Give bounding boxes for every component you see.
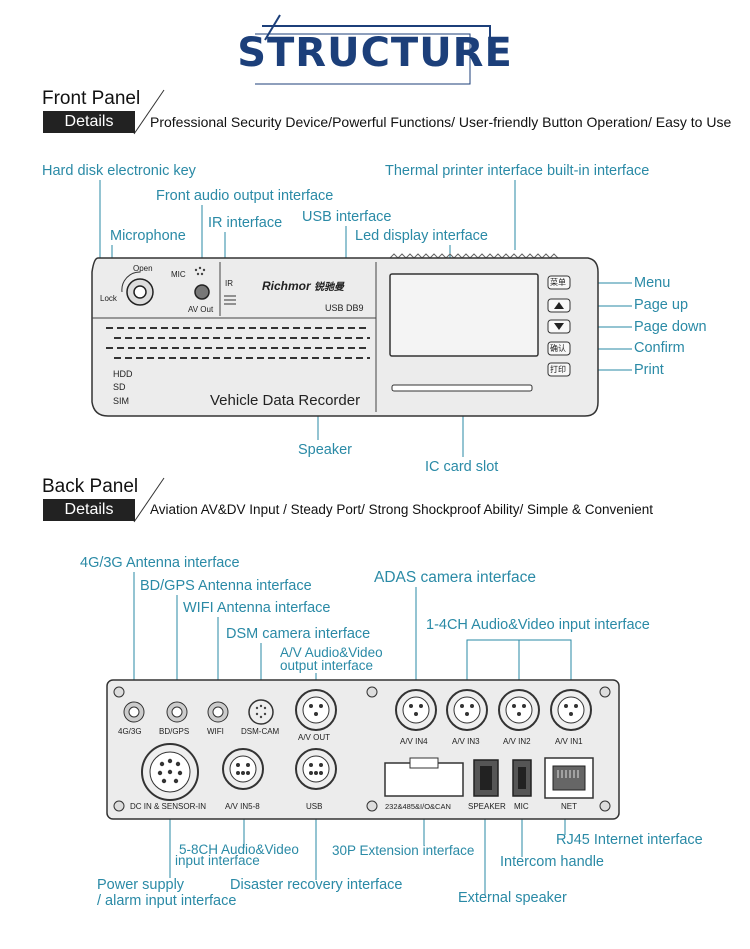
label-led-display: Led display interface [355,228,488,244]
label-dsm: DSM camera interface [226,626,371,642]
button-print[interactable]: 打印 [550,365,566,374]
label-microphone: Microphone [110,228,186,244]
label-5-8ch-1: 5-8CH Audio&Video [179,842,299,857]
label-bd-antenna: BD/GPS Antenna interface [140,578,312,594]
label-power-1: Power supply [97,877,185,893]
back-details-tag: Details [43,499,135,521]
page-title: STRUCTURE [237,30,513,76]
button-confirm[interactable]: 确认 [550,344,566,353]
sim-label: SIM [113,396,130,406]
back-heading-slash [133,477,165,523]
port-dsm-label: DSM-CAM [241,727,280,736]
port-in2-label: A/V IN2 [503,737,531,746]
port-ext-label: 232&485&I/O&CAN [385,802,451,811]
label-usb: USB interface [302,209,392,225]
sd-label: SD [113,382,126,392]
port-in3-label: A/V IN3 [452,737,480,746]
brand-logo: Richmor 锐驰曼 [262,279,345,293]
title-banner: STRUCTURE [0,0,750,90]
label-1-4ch: 1-4CH Audio&Video input interface [426,617,650,633]
hdd-label: HDD [113,369,133,379]
av-out-label: AV Out [188,305,214,314]
port-dc-label: DC IN & SENSOR-IN [130,802,207,811]
port-in4-label: A/V IN4 [400,737,428,746]
key-open-label: Open [133,264,153,273]
label-av-out-1: A/V Audio&Video [280,645,383,660]
label-ir: IR interface [208,215,283,231]
mic-label: MIC [171,270,186,279]
port-mic-label: MIC [514,802,529,811]
back-panel-heading: Back Panel [42,476,139,497]
label-page-up: Page up [634,297,689,313]
port-in1-label: A/V IN1 [555,737,583,746]
label-rj45: RJ45 Internet interface [556,832,703,848]
port-bd-label: BD/GPS [159,727,190,736]
label-wifi-antenna: WIFI Antenna interface [183,600,331,616]
label-print: Print [634,362,664,378]
port-speaker-label: SPEAKER [468,802,506,811]
port-usb-label: USB [306,802,323,811]
key-lock-label: Lock [100,294,117,303]
button-menu[interactable]: 菜单 [550,278,566,287]
label-disaster-recovery: Disaster recovery interface [230,877,403,893]
label-4g-antenna: 4G/3G Antenna interface [80,555,240,571]
label-av-out-2: output interface [280,658,374,673]
label-5-8ch-2: input interface [175,853,260,868]
back-tagline: Aviation AV&DV Input / Steady Port/ Stro… [150,502,654,517]
label-ic-card: IC card slot [425,459,499,475]
label-audio-out: Front audio output interface [156,188,334,204]
port-avout-label: A/V OUT [298,733,331,742]
front-heading-slash [133,89,165,135]
port-in58-label: A/V IN5-8 [225,802,260,811]
label-power-2: / alarm input interface [97,893,237,909]
label-confirm: Confirm [634,340,685,356]
label-30p-ext: 30P Extension interface [332,843,475,858]
port-wifi-label: WIFI [207,727,224,736]
front-panel-device [91,180,632,457]
label-speaker: Speaker [298,442,353,458]
label-intercom: Intercom handle [500,854,604,870]
front-panel-heading: Front Panel [42,88,141,109]
label-hdd-key: Hard disk electronic key [42,163,196,179]
title-decoration [255,14,499,85]
product-name: Vehicle Data Recorder [210,392,361,409]
label-menu: Menu [634,275,671,291]
label-adas: ADAS camera interface [374,569,536,586]
ir-label: IR [225,279,233,288]
port-4g-label: 4G/3G [118,727,142,736]
front-tagline: Professional Security Device/Powerful Fu… [150,114,732,130]
port-net-label: NET [561,802,577,811]
label-page-down: Page down [634,319,707,335]
label-thermal-printer: Thermal printer interface built-in inter… [385,163,650,179]
front-details-tag: Details [43,111,135,133]
usb-db9-label: USB DB9 [325,303,364,313]
